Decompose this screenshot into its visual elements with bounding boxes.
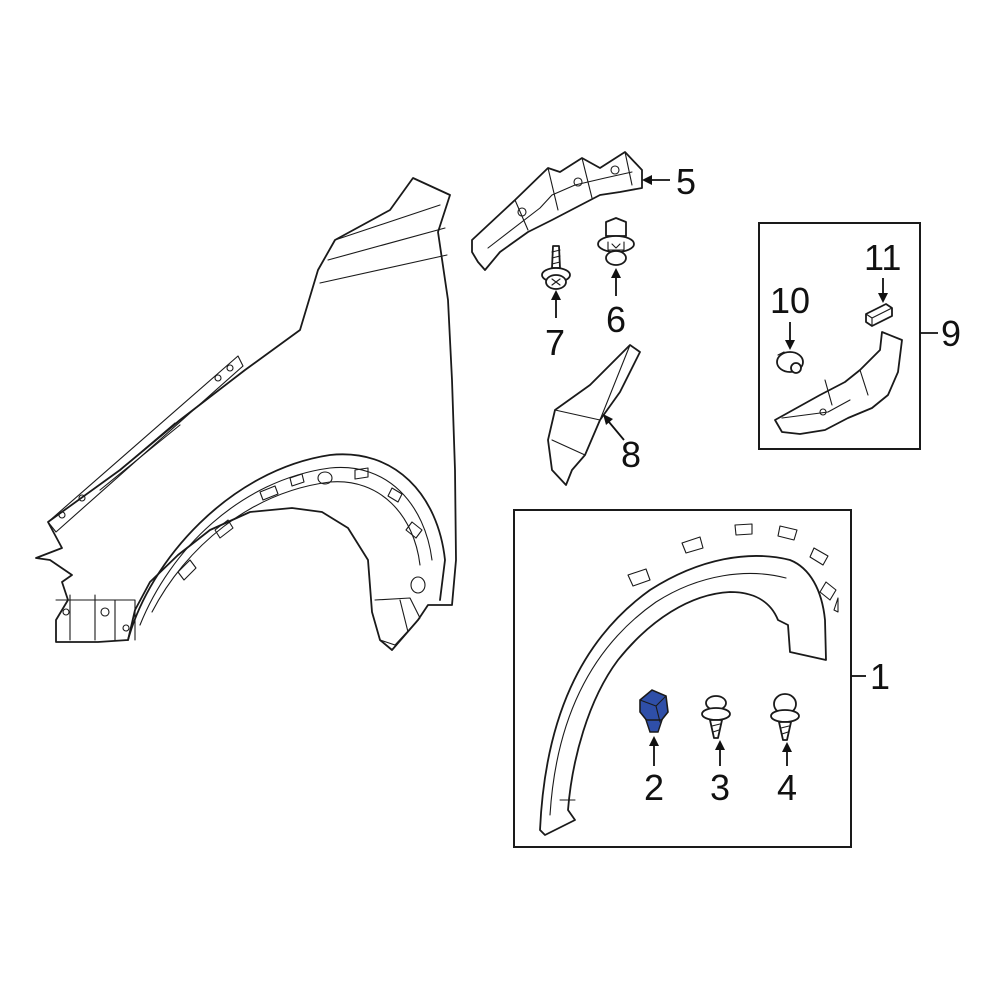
callout-5: 5 — [676, 161, 696, 202]
part-3-push-clip — [701, 695, 731, 739]
callout-9: 9 — [941, 313, 961, 354]
part-7-screw — [541, 245, 571, 290]
part-10-nut — [776, 351, 804, 374]
callout-6: 6 — [606, 299, 626, 340]
callout-2: 2 — [644, 767, 664, 808]
callout-10: 10 — [770, 280, 810, 321]
part-5-fender-bracket — [471, 151, 643, 271]
part-11-pad — [865, 303, 893, 327]
callout-1: 1 — [870, 656, 890, 697]
part-2-retainer-clip — [639, 689, 669, 733]
leader-lines — [551, 175, 938, 766]
callout-7: 7 — [545, 322, 565, 363]
part-4-push-clip — [770, 693, 800, 741]
fender-panel — [35, 177, 457, 651]
group-box-9 — [758, 222, 921, 450]
group-box-1 — [513, 509, 852, 848]
callout-4: 4 — [777, 767, 797, 808]
part-1-wheel-arch-molding — [539, 523, 839, 836]
callout-3: 3 — [710, 767, 730, 808]
callout-8: 8 — [621, 434, 641, 475]
part-9-bracket — [774, 331, 903, 435]
callout-11: 11 — [864, 237, 901, 278]
part-6-clip — [597, 217, 635, 266]
part-8-trim-piece — [547, 344, 641, 486]
